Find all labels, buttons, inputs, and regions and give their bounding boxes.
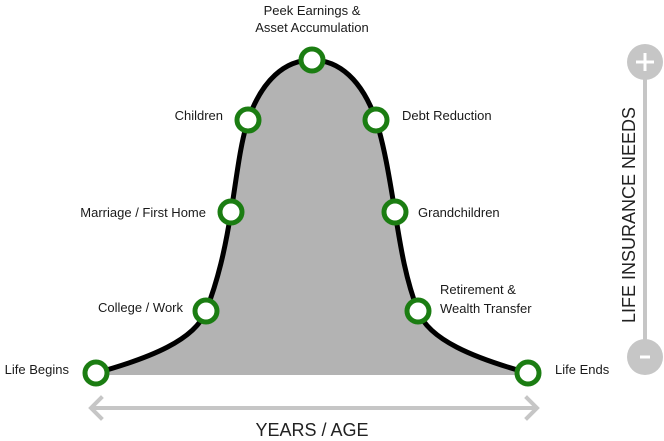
minus-icon bbox=[627, 339, 663, 375]
label-peak-line1: Peek Earnings & bbox=[264, 3, 361, 18]
milestone-node bbox=[192, 297, 220, 325]
milestone-node bbox=[404, 297, 432, 325]
label-retirement-line2: Wealth Transfer bbox=[440, 301, 532, 316]
label-life-ends: Life Ends bbox=[555, 362, 610, 377]
years-axis-arrow bbox=[88, 395, 540, 421]
milestone-node bbox=[234, 106, 262, 134]
label-marriage: Marriage / First Home bbox=[80, 205, 206, 220]
milestone-node bbox=[217, 198, 245, 226]
label-children: Children bbox=[175, 108, 223, 123]
y-axis-label: LIFE INSURANCE NEEDS bbox=[619, 107, 639, 323]
label-college-work: College / Work bbox=[98, 300, 184, 315]
milestone-node bbox=[514, 359, 542, 387]
milestone-node bbox=[298, 46, 326, 74]
milestone-node bbox=[82, 359, 110, 387]
label-grandchildren: Grandchildren bbox=[418, 205, 500, 220]
label-life-begins: Life Begins bbox=[5, 362, 70, 377]
label-peak-line2: Asset Accumulation bbox=[255, 20, 368, 35]
x-axis-label: YEARS / AGE bbox=[255, 420, 368, 440]
plus-icon bbox=[627, 44, 663, 80]
milestone-node bbox=[381, 198, 409, 226]
needs-area bbox=[96, 60, 528, 375]
milestone-node bbox=[362, 106, 390, 134]
label-retirement-line1: Retirement & bbox=[440, 282, 516, 297]
label-debt-reduction: Debt Reduction bbox=[402, 108, 492, 123]
